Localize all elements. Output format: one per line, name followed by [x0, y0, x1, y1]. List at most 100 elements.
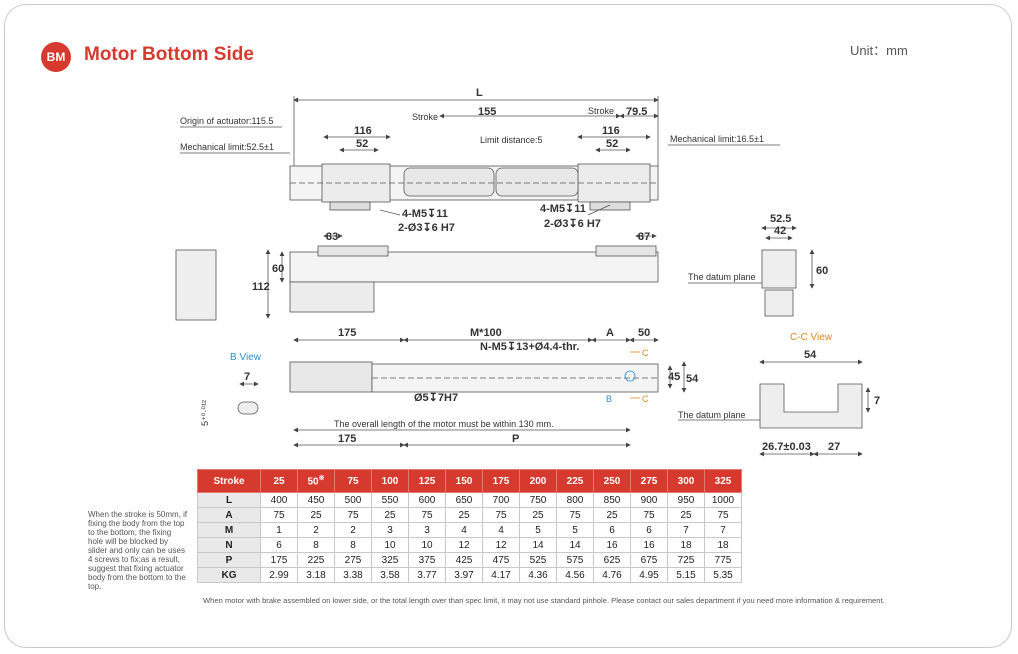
table-header-cell: 100: [371, 469, 409, 493]
table-cell: 425: [445, 552, 483, 568]
table-cell: 25: [667, 507, 705, 523]
dim-l: L: [476, 87, 483, 99]
table-cell: 375: [408, 552, 446, 568]
table-header-cell: 325: [704, 469, 742, 493]
row-label: M: [197, 522, 261, 538]
table-header-cell: 75: [334, 469, 372, 493]
table-cell: 4.36: [519, 567, 557, 583]
datum-plane-cc: The datum plane: [678, 410, 746, 420]
table-cell: 675: [630, 552, 668, 568]
table-header-cell: 250: [593, 469, 631, 493]
table-cell: 4: [445, 522, 483, 538]
c-marker-bottom: C: [642, 394, 649, 404]
dim-m100: M*100: [470, 327, 502, 339]
table-cell: 10: [408, 537, 446, 553]
table-cell: 225: [297, 552, 335, 568]
table-cell: 3.58: [371, 567, 409, 583]
row-label: KG: [197, 567, 261, 583]
table-cell: 75: [630, 507, 668, 523]
table-cell: 550: [371, 492, 409, 508]
table-cell: 75: [334, 507, 372, 523]
table-cell: 850: [593, 492, 631, 508]
pin-hole-label: Ø5↧7H7: [414, 392, 458, 404]
cc-dim-27: 27: [828, 441, 840, 453]
end-view: [688, 225, 815, 317]
dim-a: A: [606, 327, 614, 339]
mech-limit-right: Mechanical limit:16.5±1: [670, 134, 764, 144]
stroke-left-label: Stroke: [412, 112, 438, 122]
table-header-label: Stroke: [197, 469, 261, 493]
table-cell: 750: [519, 492, 557, 508]
top-view: [180, 96, 780, 216]
table-cell: 625: [593, 552, 631, 568]
table-cell: 2: [297, 522, 335, 538]
table-cell: 3.77: [408, 567, 446, 583]
table-cell: 4: [482, 522, 520, 538]
page-title: Motor Bottom Side: [84, 44, 254, 65]
dim-52-left: 52: [356, 138, 368, 150]
table-header-cell: 200: [519, 469, 557, 493]
b-view-tolerance: 5⁺⁰·⁰¹²: [200, 400, 210, 426]
table-cell: 10: [371, 537, 409, 553]
dim-116-left: 116: [354, 125, 372, 137]
dim-52-right: 52: [606, 138, 618, 150]
m5-left: 4-M5↧11: [402, 208, 448, 220]
table-header-cell: 300: [667, 469, 705, 493]
table-cell: 3.97: [445, 567, 483, 583]
table-cell: 5.15: [667, 567, 705, 583]
table-cell: 6: [593, 522, 631, 538]
table-header-cell: 150: [445, 469, 483, 493]
table-cell: 450: [297, 492, 335, 508]
stroke-right-label: Stroke: [588, 106, 614, 116]
b-view-dim-7: 7: [244, 371, 250, 383]
origin-label: Origin of actuator:115.5: [180, 116, 273, 126]
table-cell: 16: [630, 537, 668, 553]
table-cell: 3: [371, 522, 409, 538]
dim-155: 155: [478, 106, 496, 118]
table-header-cell: 125: [408, 469, 446, 493]
table-cell: 4.56: [556, 567, 594, 583]
table-cell: 18: [704, 537, 742, 553]
table-cell: 325: [371, 552, 409, 568]
table-cell: 75: [482, 507, 520, 523]
table-cell: 5: [556, 522, 594, 538]
n-holes-label: N-M5↧13+Ø4.4-thr.: [480, 341, 579, 353]
hole-left: 2-Ø3↧6 H7: [398, 222, 455, 234]
page-frame: [4, 4, 1012, 648]
motor-length-note: The overall length of the motor must be …: [334, 419, 554, 429]
row-label: L: [197, 492, 261, 508]
table-cell: 575: [556, 552, 594, 568]
table-cell: 775: [704, 552, 742, 568]
table-cell: 12: [445, 537, 483, 553]
dim-116-right: 116: [602, 125, 620, 137]
table-cell: 8: [297, 537, 335, 553]
limit-distance: Limit distance:5: [480, 135, 543, 145]
table-header-cell: 225: [556, 469, 594, 493]
cc-dim-54: 54: [804, 349, 817, 361]
table-cell: 14: [519, 537, 557, 553]
table-cell: 600: [408, 492, 446, 508]
table-cell: 4.95: [630, 567, 668, 583]
dim-60-side: 60: [272, 263, 284, 275]
dim-52-5: 52.5: [770, 213, 791, 225]
table-cell: 25: [445, 507, 483, 523]
table-header-cell: 175: [482, 469, 520, 493]
cc-view: [678, 359, 871, 457]
cc-view-title: C-C View: [790, 332, 833, 343]
m5-right: 4-M5↧11: [540, 203, 586, 215]
row-label: A: [197, 507, 261, 523]
table-cell: 650: [445, 492, 483, 508]
table-cell: 2: [334, 522, 372, 538]
table-cell: 475: [482, 552, 520, 568]
unit-label: Unit：mm: [850, 43, 908, 58]
b-marker: B: [606, 394, 612, 404]
table-header-cell: 275: [630, 469, 668, 493]
table-cell: 500: [334, 492, 372, 508]
table-cell: 25: [519, 507, 557, 523]
